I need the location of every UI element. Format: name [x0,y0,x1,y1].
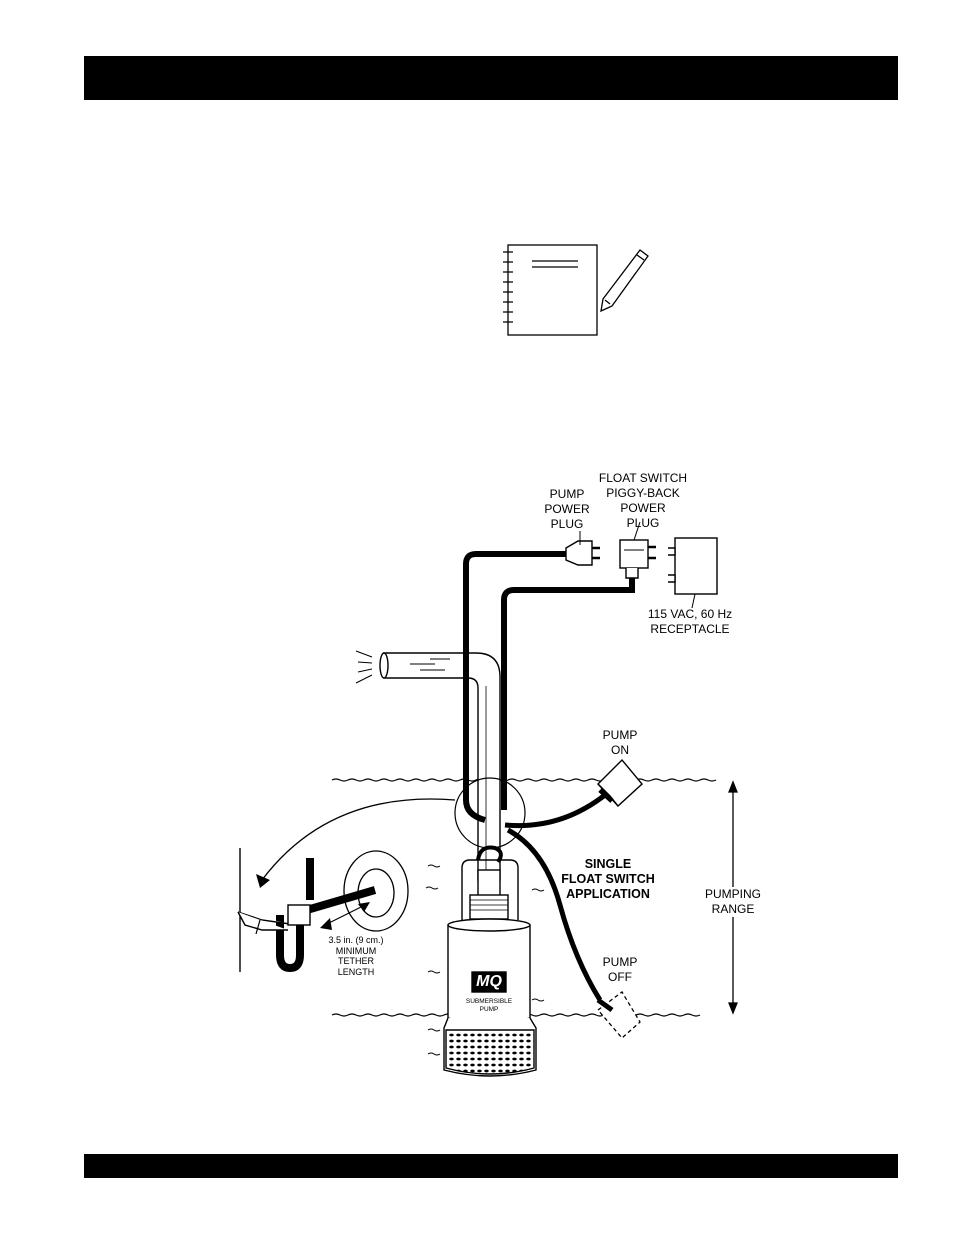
notebook-icon [503,244,598,336]
piggy-back-plug [619,539,656,579]
header-bar [84,56,898,100]
pump-power-plug [565,540,600,566]
tether-detail [237,848,409,973]
float-switch-plug-label: FLOAT SWITCH PIGGY-BACK POWER PLUG [598,471,688,530]
water-ripples [425,864,545,1056]
float-switch-on [597,758,643,807]
pump-power-plug-label: PUMP POWER PLUG [544,487,590,531]
float-switch-off [597,991,641,1039]
float-cable-off [506,827,603,1002]
pump-on-label: PUMP ON [602,728,638,757]
detail-arrow [261,798,456,881]
pumping-range-label: PUMPING RANGE [692,887,774,917]
float-switch-cord [501,572,635,810]
discharge-pipe [355,650,501,881]
pump-off-label: PUMP OFF [602,955,638,984]
pencil-icon [600,249,649,313]
pump-power-cord [463,551,568,823]
footer-bar [84,1154,898,1178]
pump-body-label: SUBMERSIBLE PUMP [465,998,513,1013]
application-label: SINGLE FLOAT SWITCH APPLICATION [561,857,655,901]
receptacle [668,537,718,609]
leader-lines [579,521,641,545]
pump-body [443,869,537,1077]
pump-handle [461,845,519,920]
mq-logo: MQ [476,973,502,990]
receptacle-label: 115 VAC, 60 Hz RECEPTACLE [647,607,733,636]
tether-label: 3.5 in. (9 cm.) MINIMUM TETHER LENGTH [328,935,384,977]
float-cable-on [504,793,607,829]
